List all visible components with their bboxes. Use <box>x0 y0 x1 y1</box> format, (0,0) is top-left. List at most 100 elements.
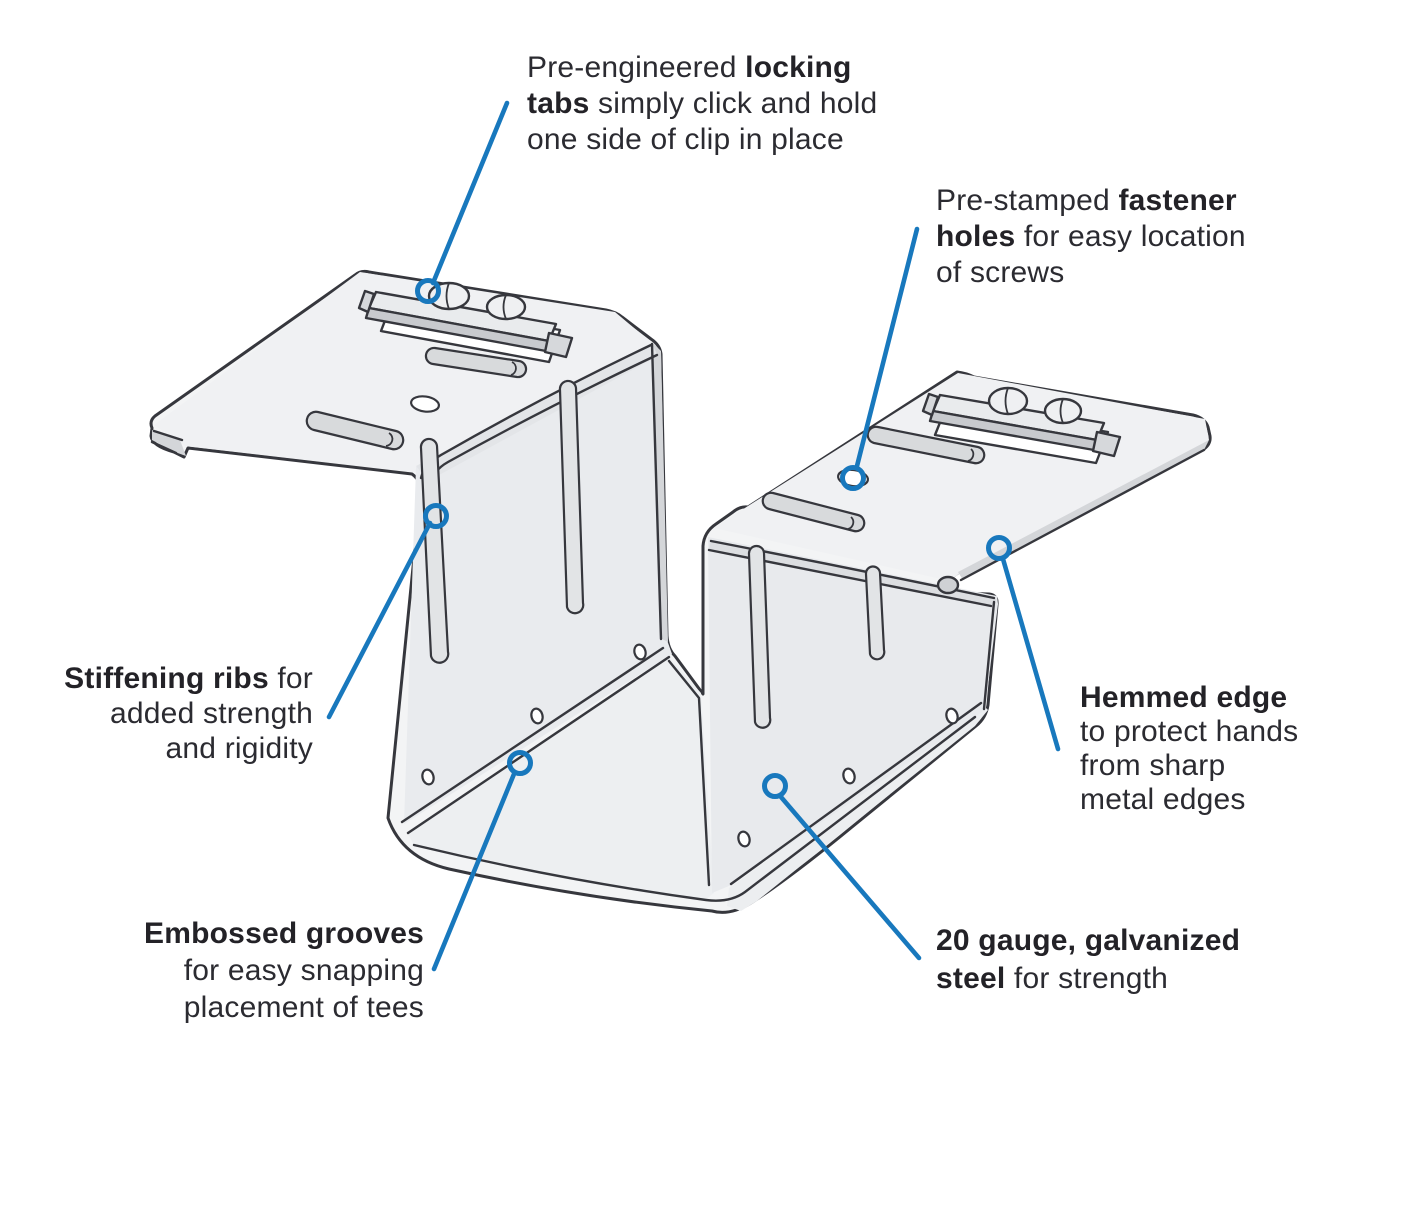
bottom-face <box>408 656 714 899</box>
callout-text: for <box>268 662 313 695</box>
rib-left-2 <box>558 379 585 615</box>
right-fold-crease-2 <box>707 548 993 608</box>
rib-right-2 <box>864 565 886 661</box>
callout-text: of screws <box>936 256 1065 289</box>
callout-hemmed-edge: Hemmed edge to protect hands from sharp … <box>1080 681 1298 817</box>
rib-right-1 <box>747 544 772 729</box>
callout-line: one side of clip in place <box>527 122 877 158</box>
callout-text: for easy snapping <box>183 954 424 987</box>
slot-left-upper <box>424 346 528 379</box>
leader-line-hemmed-edge <box>1000 556 1061 752</box>
dome-seam-4 <box>1059 398 1064 424</box>
flange-slots <box>305 346 986 533</box>
callout-line: placement of tees <box>144 989 424 1026</box>
tab-bridge-hook-right <box>1091 430 1122 458</box>
callout-line: Pre-engineered locking <box>527 50 877 86</box>
locking-tab-dome-2 <box>485 293 527 321</box>
slot-right-upper <box>866 425 986 465</box>
leader-lines <box>326 100 1061 972</box>
dome-seam-3 <box>1004 387 1009 415</box>
callout-line: of screws <box>936 255 1246 291</box>
callout-locking-tabs: Pre-engineered locking tabs simply click… <box>527 50 877 158</box>
callout-text-bold: Hemmed edge <box>1080 681 1288 714</box>
wall-hole <box>945 707 959 725</box>
slot-end-lips <box>385 361 975 530</box>
wall-hole <box>530 707 544 725</box>
callout-line: for easy snapping <box>144 952 424 989</box>
dome-seam-2 <box>502 294 507 320</box>
callout-text: added strength <box>110 697 313 730</box>
callout-text: one side of clip in place <box>527 123 844 156</box>
callout-line: tabs simply click and hold <box>527 86 877 122</box>
callout-ring-fastener-holes <box>840 465 866 491</box>
locking-tab-dome-4 <box>1043 397 1083 425</box>
wall-hole <box>421 768 435 786</box>
callout-ring-gauge-steel <box>762 773 788 799</box>
callout-line: Stiffening ribs for <box>64 661 313 696</box>
left-hem-notch <box>150 440 178 455</box>
stiffening-ribs <box>419 379 886 729</box>
locking-tab-assembly-right <box>921 386 1122 465</box>
wall-hole <box>842 767 856 785</box>
locking-tab-dome-3 <box>987 386 1029 416</box>
rib-left-1 <box>419 437 450 664</box>
callout-gauge-steel: 20 gauge, galvanized steel for strength <box>936 922 1240 998</box>
callout-text: for strength <box>1005 962 1169 995</box>
callout-line: holes for easy location <box>936 219 1246 255</box>
bend1-crease-2 <box>406 655 671 835</box>
callout-line: and rigidity <box>64 731 313 766</box>
wall-hole <box>737 830 751 848</box>
callout-text: Pre-stamped <box>936 184 1119 217</box>
right-wall-fold-strip <box>709 540 996 607</box>
leader-line-stiffening-ribs <box>326 520 433 720</box>
callout-text: from sharp <box>1080 749 1226 782</box>
callout-line: Embossed grooves <box>144 915 424 952</box>
tab-bridge-hook <box>543 331 574 359</box>
callout-line: steel for strength <box>936 960 1240 998</box>
callout-text-bold: tabs <box>527 87 590 120</box>
callout-text-bold: steel <box>936 962 1006 995</box>
callout-embossed-grooves: Embossed grooves for easy snapping place… <box>144 915 424 1026</box>
tab-bridge-post-right <box>921 392 940 417</box>
bottom-sweep-groove <box>412 715 977 902</box>
leader-line-embossed-grooves <box>431 771 517 972</box>
callout-text: to protect hands <box>1080 715 1299 748</box>
callout-text: simply click and hold <box>589 87 878 120</box>
interior-lines <box>150 342 1206 902</box>
callout-line: Pre-stamped fastener <box>936 183 1246 219</box>
callout-rings <box>415 278 1012 799</box>
callout-line: metal edges <box>1080 783 1298 817</box>
leader-line-fastener-holes <box>854 226 920 469</box>
callout-text-bold: Embossed grooves <box>144 917 424 950</box>
tab-bridge-post <box>357 289 376 314</box>
right-fold-crease-1 <box>709 539 996 600</box>
callout-text-bold: 20 gauge, galvanized <box>936 924 1241 957</box>
far-edge-inner <box>667 659 711 887</box>
callout-text-bold: locking <box>745 51 852 84</box>
callout-text: Pre-engineered <box>527 51 746 84</box>
callout-ring-locking-tabs <box>415 278 441 304</box>
right-wall-face <box>708 537 998 893</box>
wall-hole <box>633 643 647 661</box>
callout-line: added strength <box>64 696 313 731</box>
hem-curl-end <box>936 575 960 595</box>
slot-right-lower <box>761 491 866 533</box>
slot-left-lower <box>305 410 405 451</box>
callout-stiffening-ribs: Stiffening ribs for added strength and r… <box>64 661 313 766</box>
callout-text-bold: holes <box>936 220 1016 253</box>
right-flange-hem-strip <box>958 440 1209 580</box>
left-wall-hem-strip <box>652 342 668 642</box>
callout-line: from sharp <box>1080 749 1298 783</box>
dome-seam-1 <box>445 282 450 310</box>
left-wall-face <box>404 343 672 824</box>
callout-text-bold: Stiffening ribs <box>64 662 269 695</box>
bend1-crease-1 <box>400 646 665 824</box>
callout-ring-stiffening-ribs <box>423 503 449 529</box>
left-hem-line <box>152 429 184 442</box>
leader-line-gauge-steel <box>778 794 922 961</box>
callout-text: and rigidity <box>165 732 313 765</box>
callout-fastener-holes: Pre-stamped fastener holes for easy loca… <box>936 183 1246 291</box>
callout-text-bold: fastener <box>1118 184 1237 217</box>
